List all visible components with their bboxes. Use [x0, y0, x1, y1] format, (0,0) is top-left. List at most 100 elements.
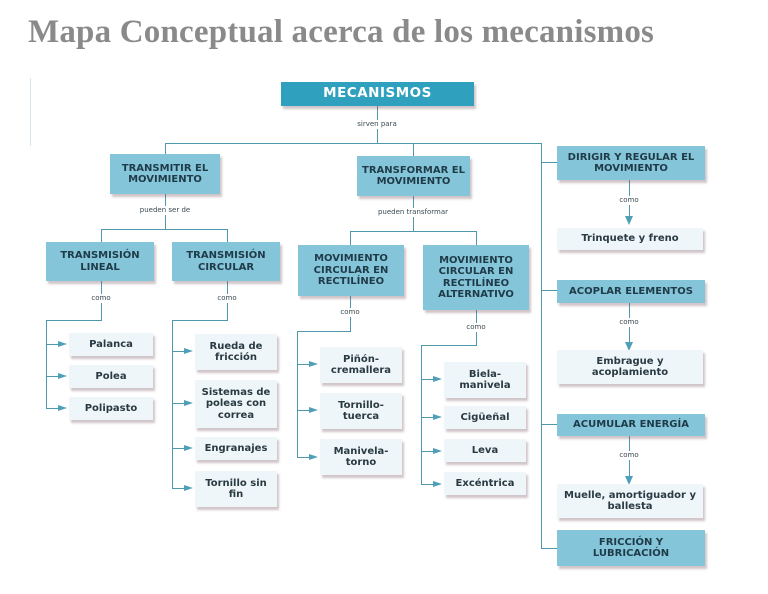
example-embrague: Embrague y acoplamiento [557, 350, 703, 384]
connector-circrect-spine [297, 331, 298, 458]
subcategory-circ-rect: MOVIMIENTO CIRCULAR EN RECTILÍNEO [298, 245, 404, 296]
connector-circrect-1 [297, 364, 311, 365]
example-ciguenal: Cigüeñal [444, 406, 526, 429]
example-label: Rueda de fricción [209, 340, 263, 364]
example-rueda-friccion: Rueda de fricción [195, 334, 277, 370]
subcategory-circular: TRANSMISIÓN CIRCULAR [172, 242, 280, 281]
label-como-circrectalt: como [464, 323, 488, 332]
arrow-right-icon [184, 400, 193, 406]
category-direct: DIRIGIR Y REGULAR EL MOVIMIENTO [557, 146, 705, 180]
connector-circular-3 [172, 448, 186, 449]
subcategory-linear: TRANSMISIÓN LINEAL [46, 242, 154, 281]
arrow-down-icon [625, 476, 633, 485]
example-excentrica: Excéntrica [444, 472, 526, 495]
arrow-right-icon [433, 448, 442, 454]
subcategory-circ-rect-alt: MOVIMIENTO CIRCULAR EN RECTILÍNEO ALTERN… [423, 245, 529, 310]
connector-linear-2 [46, 376, 60, 377]
example-label: Polea [95, 370, 127, 382]
example-tornillo-sin-fin: Tornillo sin fin [195, 471, 277, 507]
subcategory-label: TRANSMISIÓN LINEAL [60, 250, 140, 273]
connector-circular-1 [172, 351, 186, 352]
connector-store [541, 424, 557, 425]
example-pinon-cremallera: Piñón-cremallera [320, 347, 402, 383]
category-couple: ACOPLAR ELEMENTOS [557, 280, 705, 303]
arrow-down-icon [625, 342, 633, 351]
root-label: MECANISMOS [323, 85, 432, 102]
arrow-right-icon [433, 481, 442, 487]
connector-transmit-horizontal [101, 229, 228, 230]
connector-linear-h [46, 320, 102, 321]
example-biela-manivela: Biela-manivela [444, 362, 526, 398]
category-transmit: TRANSMITIR EL MOVIMIENTO [110, 154, 220, 194]
connector-linear-3 [46, 408, 60, 409]
arrow-right-icon [184, 348, 193, 354]
example-label: Excéntrica [455, 477, 515, 489]
example-label: Muelle, amortiguador y ballesta [564, 489, 696, 513]
root-node: MECANISMOS [281, 82, 474, 106]
subcategory-label: MOVIMIENTO CIRCULAR EN RECTILÍNEO [313, 253, 389, 288]
connector-direct [541, 162, 557, 163]
connector-circrectalt-4 [421, 484, 435, 485]
connector-transmit-up [165, 143, 166, 157]
connector-circrect-3 [297, 457, 311, 458]
connector-main-horizontal [165, 143, 542, 144]
category-label: FRICCIÓN Y LUBRICACIÓN [592, 536, 670, 560]
example-palanca: Palanca [69, 333, 153, 356]
connector-linear-1 [46, 344, 60, 345]
example-label: Polipasto [84, 402, 138, 414]
connector-circrectalt-2 [421, 417, 435, 418]
label-can-be: pueden ser de [137, 206, 193, 215]
category-label: ACOPLAR ELEMENTOS [569, 285, 693, 297]
example-label: Leva [471, 444, 499, 456]
example-label: Palanca [89, 338, 133, 350]
connector-circrectalt-up [476, 231, 477, 245]
connector-transform-horizontal [350, 231, 477, 232]
label-can-transform: pueden transformar [375, 208, 451, 217]
example-manivela-torno: Manivela-torno [320, 439, 402, 475]
subcategory-label: MOVIMIENTO CIRCULAR EN RECTILÍNEO ALTERN… [438, 254, 514, 301]
connector-linear-spine [46, 320, 47, 409]
connector-transform-up [413, 143, 414, 157]
label-como-linear: como [89, 294, 113, 303]
category-label: TRANSFORMAR EL MOVIMIENTO [362, 164, 465, 188]
category-label: ACUMULAR ENERGÍA [573, 419, 689, 431]
label-serve: sirven para [355, 120, 399, 129]
example-engranajes: Engranajes [195, 437, 277, 460]
example-tornillo-tuerca: Tornillo-tuerca [320, 393, 402, 429]
example-label: Tornillo sin fin [205, 477, 267, 501]
arrow-down-icon [625, 216, 633, 225]
connector-circrectalt-3 [421, 451, 435, 452]
arrow-right-icon [309, 361, 318, 367]
connector-circrect-2 [297, 410, 311, 411]
page-title: Mapa Conceptual acerca de los mecanismos [28, 14, 655, 50]
example-polea: Polea [69, 365, 153, 388]
example-muelle: Muelle, amortiguador y ballesta [557, 484, 703, 518]
connector-circular-4 [172, 488, 186, 489]
arrow-right-icon [184, 485, 193, 491]
connector-circular-h [172, 320, 228, 321]
category-label: TRANSMITIR EL MOVIMIENTO [121, 162, 209, 186]
arrow-right-icon [433, 414, 442, 420]
example-label: Cigüeñal [460, 411, 510, 423]
connector-circrectalt-h [421, 345, 477, 346]
example-label: Trinquete y freno [581, 233, 679, 245]
arrow-right-icon [433, 376, 442, 382]
example-label: Piñón-cremallera [330, 353, 392, 377]
category-label: DIRIGIR Y REGULAR EL MOVIMIENTO [567, 151, 695, 175]
connector-circrect-h [297, 331, 351, 332]
arrow-right-icon [58, 405, 67, 411]
category-friction: FRICCIÓN Y LUBRICACIÓN [557, 530, 705, 566]
connector-friction [541, 548, 557, 549]
example-sistemas-poleas: Sistemas de poleas con correa [195, 380, 277, 428]
arrow-right-icon [58, 373, 67, 379]
connector-circrectalt-spine [421, 345, 422, 485]
label-como-direct: como [617, 196, 641, 205]
category-transform: TRANSFORMAR EL MOVIMIENTO [357, 156, 470, 196]
example-label: Biela-manivela [459, 368, 511, 392]
connector-circular-up [227, 229, 228, 243]
connector-couple [541, 290, 557, 291]
arrow-right-icon [309, 407, 318, 413]
connector-circrectalt-1 [421, 379, 435, 380]
category-store: ACUMULAR ENERGÍA [557, 414, 705, 436]
example-trinquete-freno: Trinquete y freno [557, 228, 703, 250]
